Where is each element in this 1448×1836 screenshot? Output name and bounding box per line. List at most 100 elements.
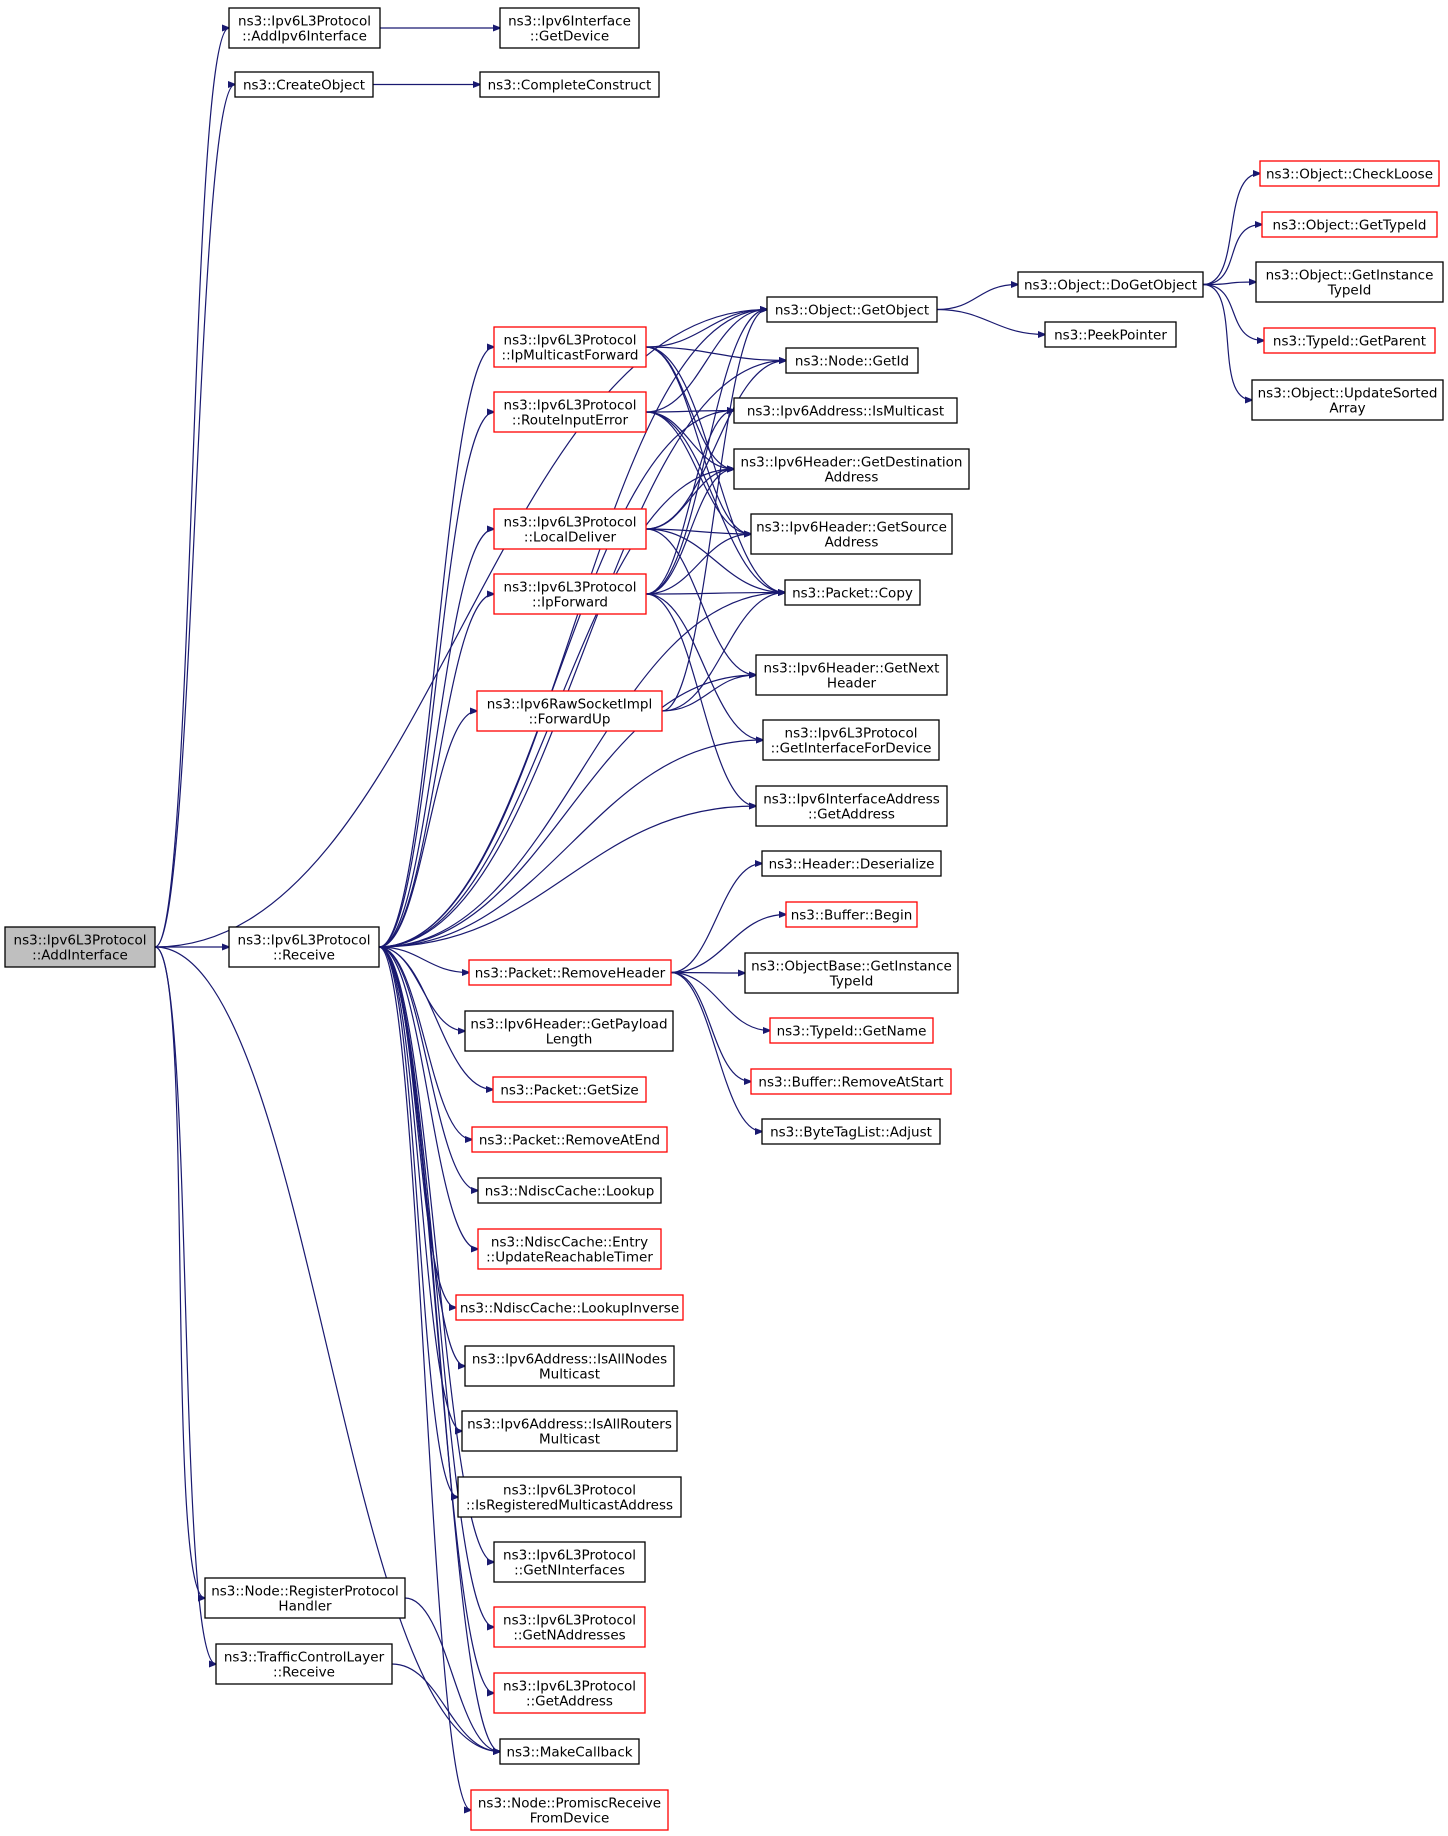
node-bytetagadj[interactable]: ns3::ByteTagList::Adjust bbox=[761, 1118, 941, 1145]
node-label: ::IpForward bbox=[532, 595, 608, 611]
edge-line bbox=[670, 864, 762, 974]
node-box bbox=[228, 926, 380, 968]
node-box bbox=[755, 654, 948, 696]
edge-ipforward-to-getdest bbox=[645, 469, 734, 595]
edge-ipmcfwd-to-getobject bbox=[645, 310, 767, 348]
node-getsize[interactable]: ns3::Packet::GetSize bbox=[492, 1076, 647, 1103]
node-box bbox=[493, 391, 647, 433]
edge-receive-to-promisc bbox=[378, 946, 471, 1810]
node-addipv6iface[interactable]: ns3::Ipv6L3Protocol::AddIpv6Interface bbox=[228, 7, 381, 49]
node-getnaddresses[interactable]: ns3::Ipv6L3Protocol::GetNAddresses bbox=[493, 1606, 646, 1648]
node-root[interactable]: ns3::Ipv6L3Protocol::AddInterface bbox=[4, 926, 156, 968]
node-label: ns3::CreateObject bbox=[243, 78, 365, 94]
node-typeidparent[interactable]: ns3::TypeId::GetParent bbox=[1263, 327, 1436, 354]
edge-line bbox=[378, 946, 478, 1249]
edge-routeinerr-to-ismulticast bbox=[645, 411, 734, 413]
edge-localdeliver-to-getdest bbox=[645, 469, 734, 530]
edge-root-to-regproto bbox=[154, 946, 205, 1598]
edge-receive-to-routeinerr bbox=[378, 412, 494, 948]
node-label: ns3::Ipv6L3Protocol bbox=[503, 1679, 636, 1695]
node-label: ::GetDevice bbox=[530, 29, 609, 45]
node-box bbox=[769, 1017, 934, 1044]
node-getobject[interactable]: ns3::Object::GetObject bbox=[766, 296, 938, 323]
node-getninterfaces[interactable]: ns3::Ipv6L3Protocol::GetNInterfaces bbox=[493, 1541, 646, 1583]
node-label: ns3::Node::RegisterProtocol bbox=[211, 1584, 399, 1600]
node-box bbox=[755, 785, 948, 827]
node-label: ns3::Ipv6L3Protocol bbox=[504, 333, 637, 349]
node-label: ns3::Object::CheckLoose bbox=[1266, 167, 1433, 183]
edge-localdeliver-to-getsrc bbox=[645, 528, 751, 534]
node-createobject[interactable]: ns3::CreateObject bbox=[234, 71, 374, 98]
node-rawfwdup[interactable]: ns3::Ipv6RawSocketImpl::ForwardUp bbox=[476, 690, 663, 732]
node-dogetobject[interactable]: ns3::Object::DoGetObject bbox=[1017, 271, 1204, 298]
node-ifaceaddrget[interactable]: ns3::Ipv6InterfaceAddress::GetAddress bbox=[755, 785, 948, 827]
edge-line bbox=[154, 946, 500, 1752]
node-label: ns3::Ipv6InterfaceAddress bbox=[763, 792, 940, 808]
edge-line bbox=[645, 469, 734, 530]
node-box bbox=[468, 959, 672, 986]
node-bufbegin[interactable]: ns3::Buffer::Begin bbox=[785, 901, 918, 928]
node-box bbox=[750, 1068, 952, 1095]
edge-receive-to-updreach bbox=[378, 946, 478, 1249]
node-label: ns3::Ipv6L3Protocol bbox=[238, 933, 371, 949]
node-lookupinv[interactable]: ns3::NdiscCache::LookupInverse bbox=[455, 1294, 684, 1321]
edge-line bbox=[378, 946, 471, 1810]
node-label: ns3::Node::PromiscReceive bbox=[478, 1796, 661, 1812]
node-receive[interactable]: ns3::Ipv6L3Protocol::Receive bbox=[228, 926, 380, 968]
node-removeheader[interactable]: ns3::Packet::RemoveHeader bbox=[468, 959, 672, 986]
node-box bbox=[1259, 160, 1440, 187]
node-label: Length bbox=[546, 1032, 593, 1048]
node-bufremstart[interactable]: ns3::Buffer::RemoveAtStart bbox=[750, 1068, 952, 1095]
node-box bbox=[470, 1789, 669, 1831]
edge-line bbox=[154, 946, 216, 1664]
node-label: ns3::Header::Deserialize bbox=[769, 857, 935, 873]
node-label: ns3::Buffer::Begin bbox=[791, 908, 913, 924]
node-getdevice[interactable]: ns3::Ipv6Interface::GetDevice bbox=[499, 7, 640, 49]
node-typeidname[interactable]: ns3::TypeId::GetName bbox=[769, 1017, 934, 1044]
node-label: Array bbox=[1329, 401, 1365, 417]
node-peekpointer[interactable]: ns3::PeekPointer bbox=[1044, 321, 1177, 348]
edge-line bbox=[378, 946, 458, 1497]
edge-line bbox=[645, 528, 751, 534]
node-label: ns3::CompleteConstruct bbox=[488, 78, 652, 94]
node-nodegetid[interactable]: ns3::Node::GetId bbox=[785, 347, 919, 374]
node-label: Handler bbox=[278, 1599, 332, 1615]
edge-receive-to-getifacefordev bbox=[378, 740, 763, 948]
node-pktcopy[interactable]: ns3::Packet::Copy bbox=[784, 579, 921, 606]
node-ipmcfwd[interactable]: ns3::Ipv6L3Protocol::IpMulticastForward bbox=[493, 326, 647, 368]
node-hdrdeser[interactable]: ns3::Header::Deserialize bbox=[761, 850, 942, 877]
node-routeinerr[interactable]: ns3::Ipv6L3Protocol::RouteInputError bbox=[493, 391, 647, 433]
node-box bbox=[493, 1606, 646, 1648]
node-ipforward[interactable]: ns3::Ipv6L3Protocol::IpForward bbox=[493, 573, 647, 615]
node-objgettypeid[interactable]: ns3::Object::GetTypeId bbox=[1261, 211, 1438, 238]
node-label: Multicast bbox=[539, 1432, 600, 1448]
node-label: ns3::Packet::Copy bbox=[792, 586, 913, 602]
node-removeatend[interactable]: ns3::Packet::RemoveAtEnd bbox=[471, 1126, 668, 1153]
edge-line bbox=[645, 310, 767, 595]
node-ndlookup[interactable]: ns3::NdiscCache::Lookup bbox=[477, 1177, 662, 1204]
node-label: ::LocalDeliver bbox=[524, 530, 617, 546]
node-getifacefordev[interactable]: ns3::Ipv6L3Protocol::GetInterfaceForDevi… bbox=[762, 719, 940, 761]
node-box bbox=[744, 952, 959, 994]
node-localdeliver[interactable]: ns3::Ipv6L3Protocol::LocalDeliver bbox=[493, 508, 647, 550]
node-isregmc[interactable]: ns3::Ipv6L3Protocol::IsRegisteredMultica… bbox=[457, 1476, 682, 1518]
node-updreach[interactable]: ns3::NdiscCache::Entry::UpdateReachableT… bbox=[477, 1228, 662, 1270]
node-makecallback[interactable]: ns3::MakeCallback bbox=[499, 1738, 640, 1765]
node-checkloose[interactable]: ns3::Object::CheckLoose bbox=[1259, 160, 1440, 187]
node-completeconstruct[interactable]: ns3::CompleteConstruct bbox=[479, 71, 660, 98]
node-box bbox=[204, 1577, 406, 1619]
node-ismulticast[interactable]: ns3::Ipv6Address::IsMulticast bbox=[733, 397, 958, 424]
node-tclreceive[interactable]: ns3::TrafficControlLayer::Receive bbox=[215, 1643, 393, 1685]
node-getaddress[interactable]: ns3::Ipv6L3Protocol::GetAddress bbox=[493, 1672, 646, 1714]
